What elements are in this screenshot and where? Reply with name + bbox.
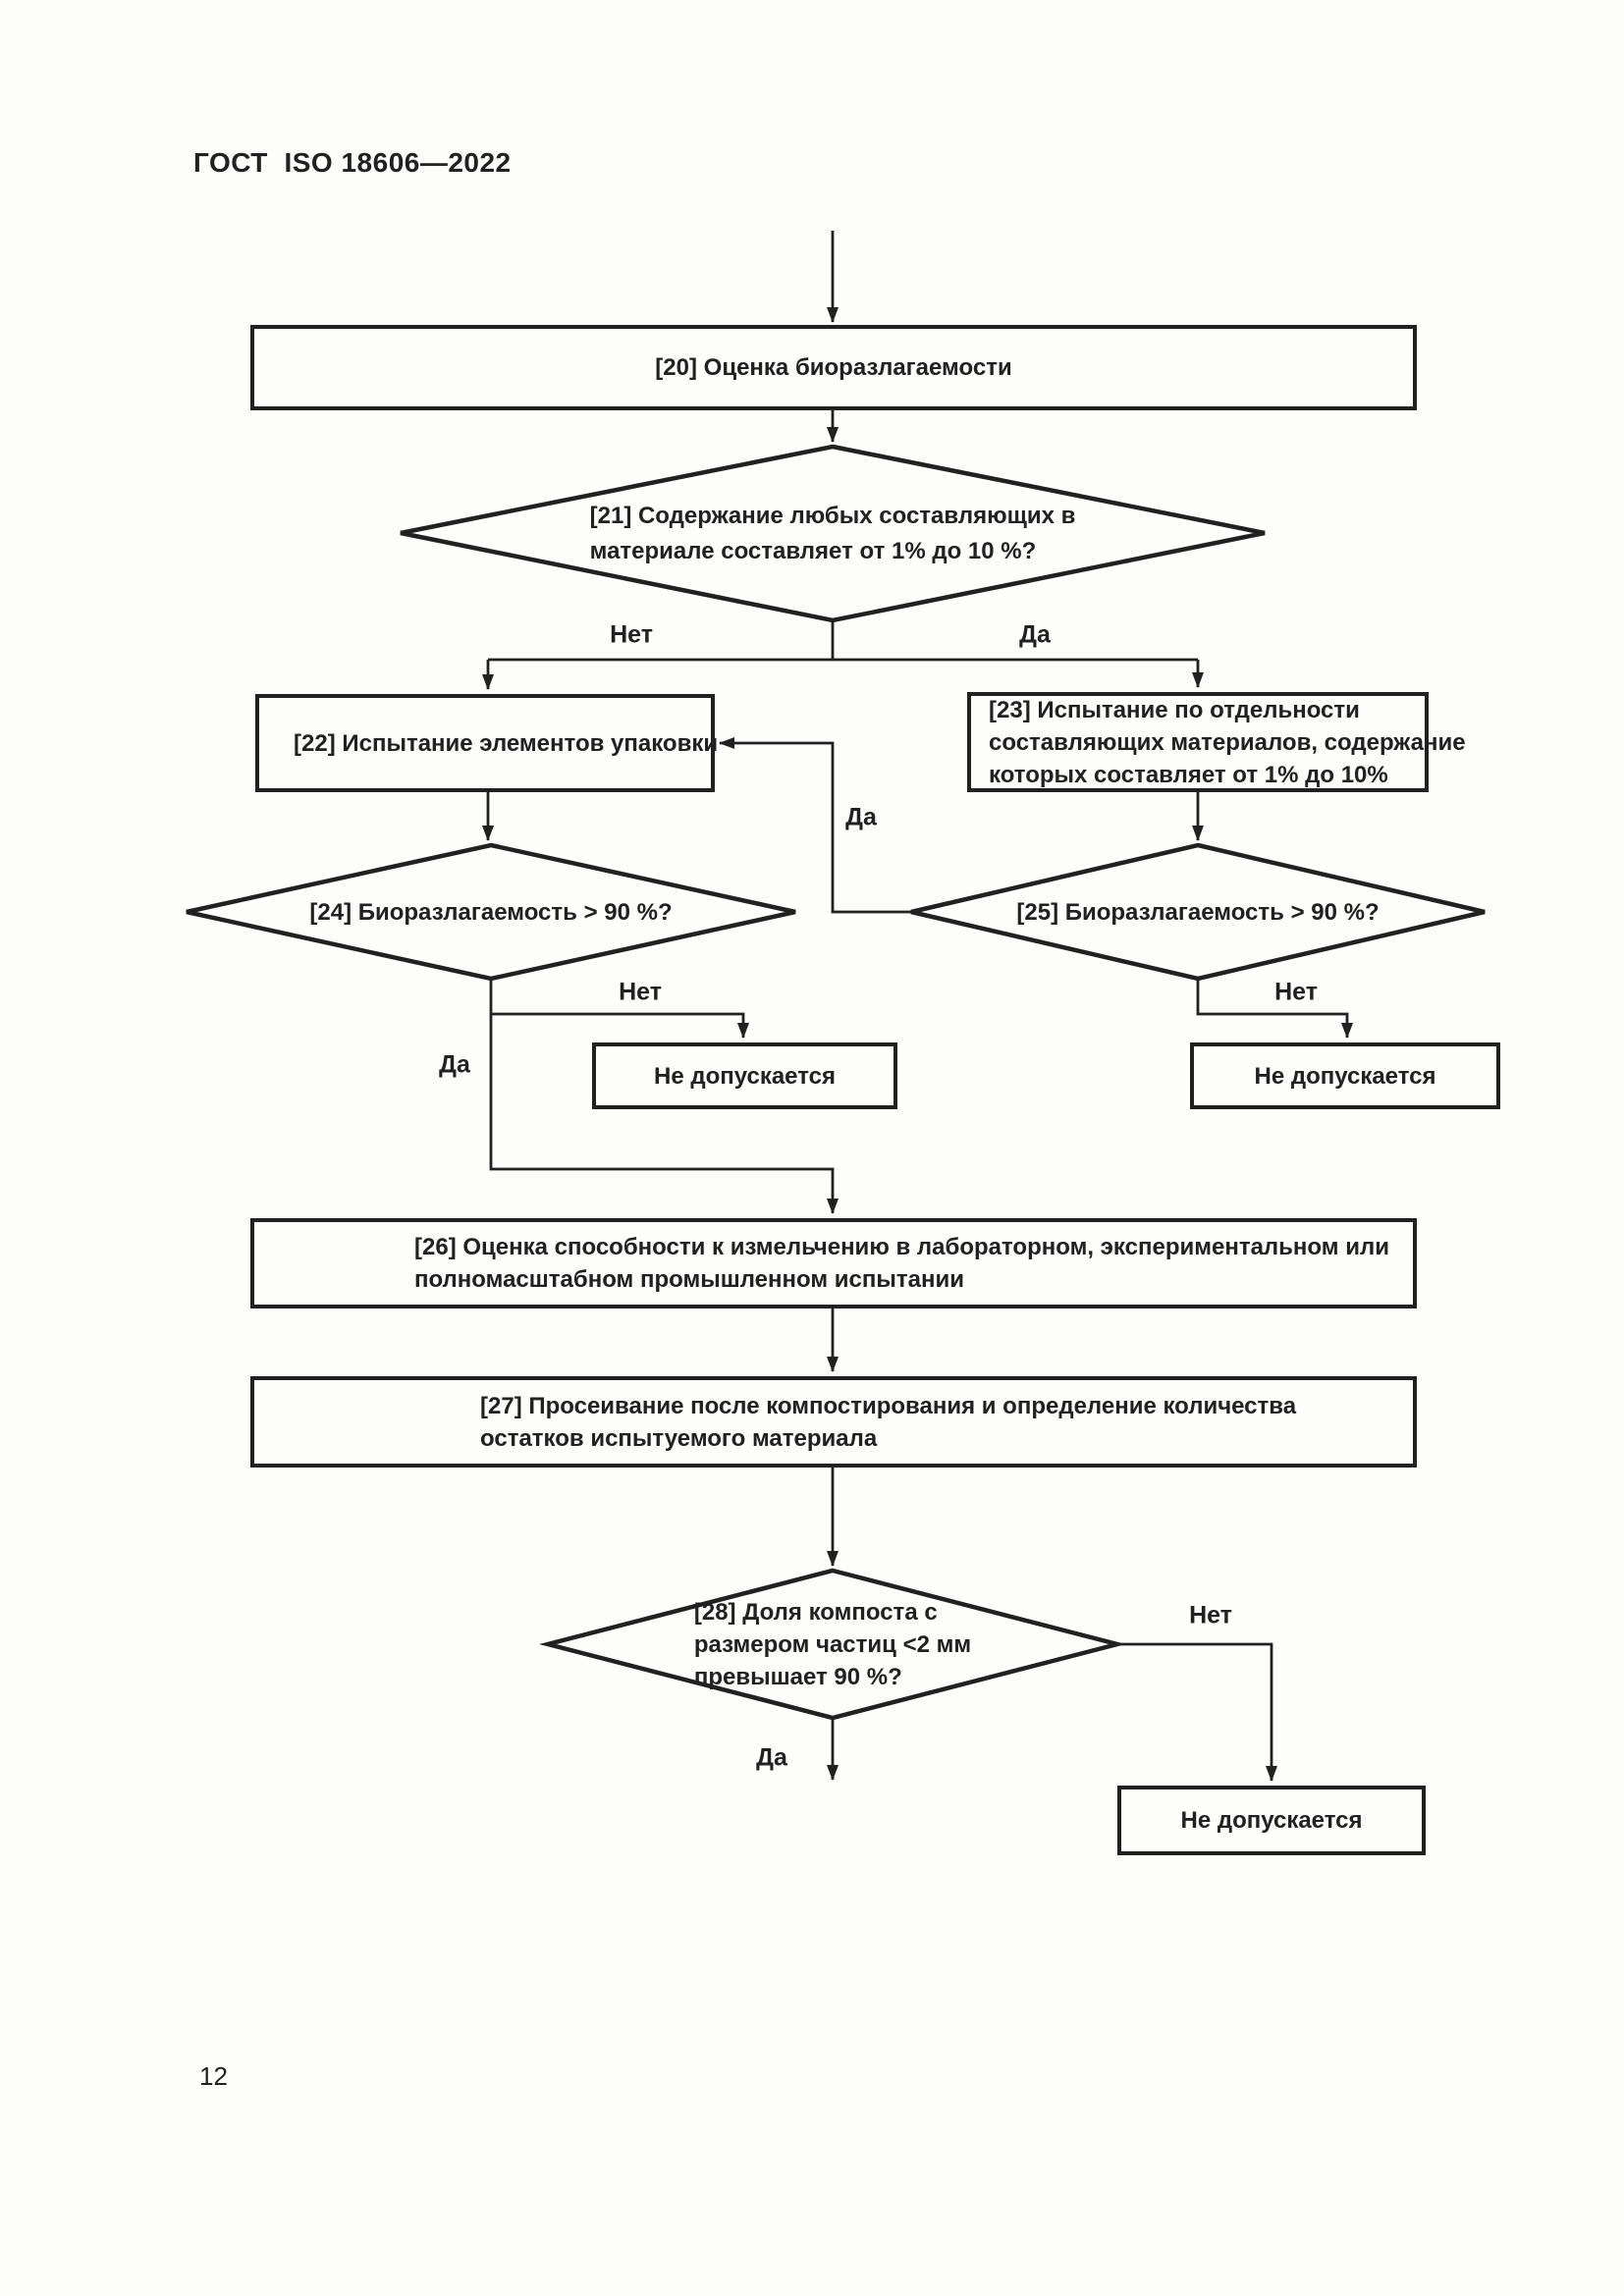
decision24-no-label: Нет: [619, 978, 662, 1006]
decision21-shape: [400, 444, 1266, 623]
not-allowed-left-label: Не допускается: [653, 1062, 836, 1090]
decision28-yes-label: Да: [756, 1743, 787, 1772]
decision24-shape: [186, 842, 796, 982]
step26-line2: полномасштабном промышленном испытании: [414, 1266, 964, 1293]
step23-box: [23] Испытание по отдельности составляющ…: [967, 692, 1466, 792]
connector-decision24-yes-to-step26: [489, 979, 839, 1214]
decision21-no-label: Нет: [610, 620, 653, 649]
decision24-yes-label: Да: [439, 1050, 470, 1079]
step20-box: [20] Оценка биоразлагаемости: [250, 325, 1417, 410]
not-allowed-left-box: Не допускается: [592, 1042, 897, 1109]
connector-decision25-yes-to-step22: [719, 737, 911, 914]
decision28-shape: [539, 1568, 1126, 1721]
step26-line1: [26] Оценка способности к измельчению в …: [414, 1234, 1389, 1260]
step23-line2: составляющих материалов, содержание: [989, 728, 1466, 756]
step23-line1: [23] Испытание по отдельности: [989, 696, 1360, 723]
not-allowed-bottom-label: Не допускается: [1180, 1807, 1363, 1834]
connector-decision24-no-to-notallowed: [491, 1012, 749, 1039]
step27-line1: [27] Просеивание после компостирования и…: [480, 1392, 1297, 1419]
not-allowed-right-label: Не допускается: [1254, 1062, 1436, 1090]
decision28-no-label: Нет: [1189, 1601, 1232, 1629]
connector-decision28-no-to-notallowed: [1117, 1642, 1277, 1782]
decision25-shape: [910, 842, 1486, 982]
step26-box: [26] Оценка способности к измельчению в …: [250, 1218, 1417, 1308]
decision25-yes-label: Да: [845, 803, 877, 831]
decision21-yes-label: Да: [1019, 620, 1051, 649]
step22-label: [22] Испытание элементов упаковки: [294, 729, 719, 757]
not-allowed-right-box: Не допускается: [1190, 1042, 1500, 1109]
step23-line3: которых составляет от 1% до 10%: [989, 761, 1388, 788]
step27-line2: остатков испытуемого материала: [480, 1424, 878, 1452]
page-number: 12: [199, 2061, 228, 2091]
page-header: ГОСТ ISO 18606—2022: [193, 147, 512, 178]
step22-box: [22] Испытание элементов упаковки: [255, 694, 719, 792]
decision25-no-label: Нет: [1274, 978, 1318, 1006]
connector-decision25-no-to-notallowed: [1196, 979, 1353, 1039]
not-allowed-bottom-box: Не допускается: [1117, 1786, 1426, 1855]
step27-box: [27] Просеивание после компостирования и…: [250, 1376, 1417, 1468]
step20-label: [20] Оценка биоразлагаемости: [655, 354, 1012, 381]
